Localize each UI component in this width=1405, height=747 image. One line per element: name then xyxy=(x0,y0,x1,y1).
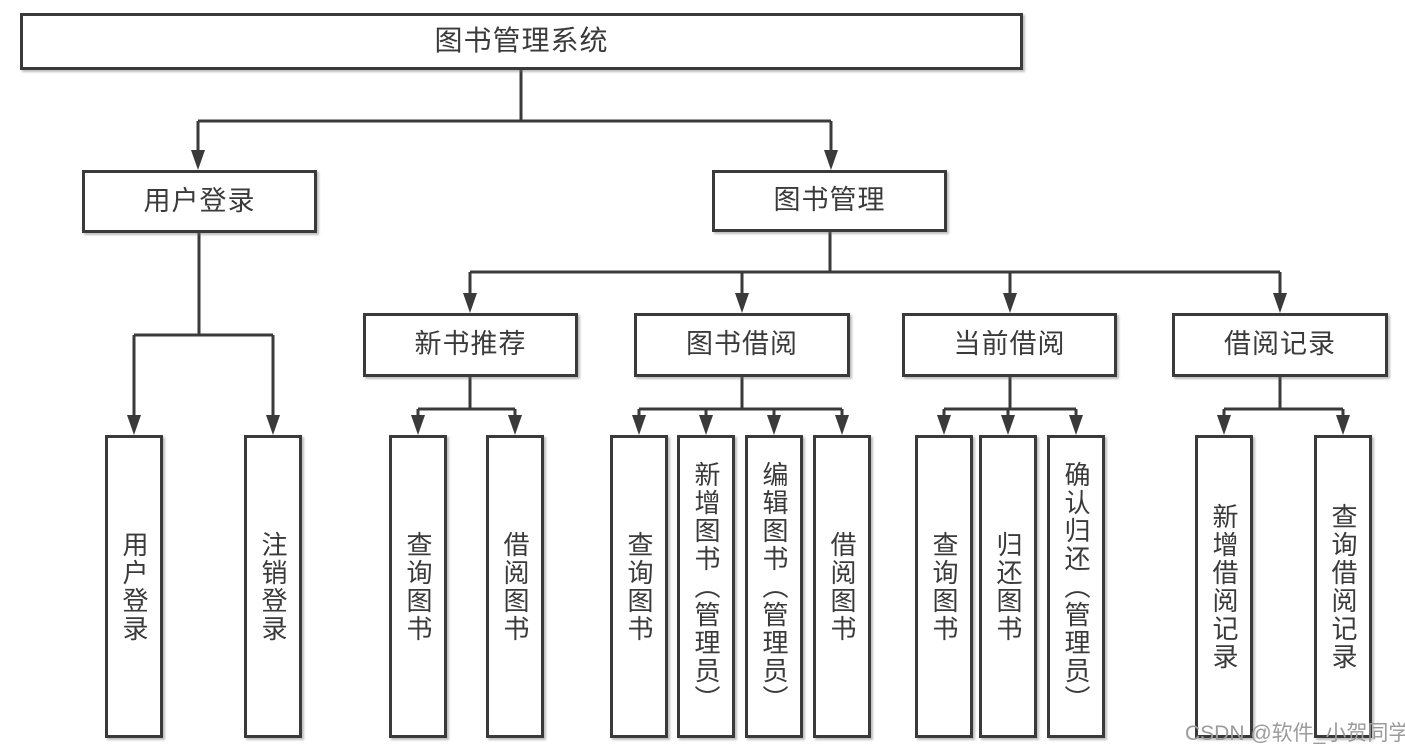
node-book-borrow: 图书借阅 xyxy=(634,313,850,377)
node-root-system: 图书管理系统 xyxy=(20,13,1023,70)
leaf-return-books: 归还图书 xyxy=(979,435,1037,738)
leaf-logout: 注销登录 xyxy=(244,435,302,738)
connector-arrowheads xyxy=(127,150,1350,435)
leaf-borrow-query-books: 查询图书 xyxy=(610,435,668,738)
node-book-management: 图书管理 xyxy=(712,170,947,232)
leaf-recommend-query-books: 查询图书 xyxy=(389,435,447,738)
node-borrow-records: 借阅记录 xyxy=(1172,313,1388,377)
leaf-edit-books-admin: 编辑图书（管理员） xyxy=(745,435,803,738)
leaf-current-query-books: 查询图书 xyxy=(915,435,973,738)
csdn-watermark: CSDN @软件_小贺同学 xyxy=(1185,722,1405,745)
node-new-book-recommend: 新书推荐 xyxy=(363,313,578,377)
leaf-user-login: 用户登录 xyxy=(105,435,163,738)
leaf-confirm-return-admin: 确认归还（管理员） xyxy=(1047,435,1105,738)
connector-lines xyxy=(132,70,1345,420)
leaf-borrow-books: 借阅图书 xyxy=(813,435,871,738)
node-user-login: 用户登录 xyxy=(82,170,317,233)
leaf-add-books-admin: 新增图书（管理员） xyxy=(677,435,735,738)
leaf-recommend-borrow-books: 借阅图书 xyxy=(486,435,544,738)
leaf-query-borrow-record: 查询借阅记录 xyxy=(1314,435,1372,738)
node-current-borrow: 当前借阅 xyxy=(902,313,1117,377)
leaf-add-borrow-record: 新增借阅记录 xyxy=(1195,435,1253,738)
